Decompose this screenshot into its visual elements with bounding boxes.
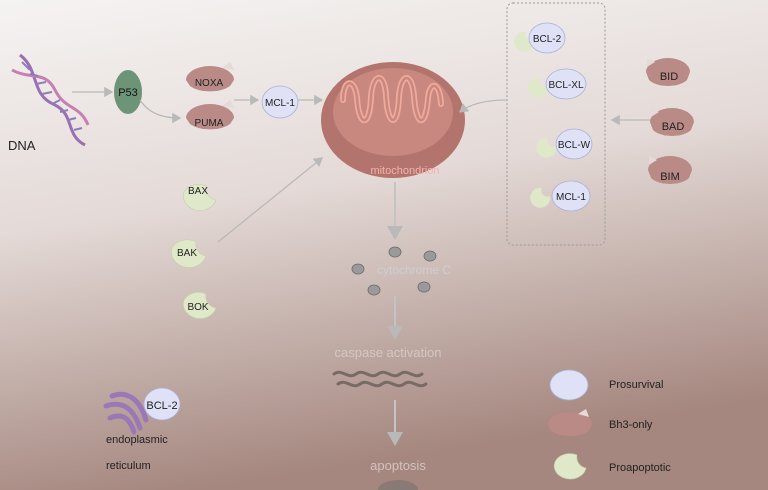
bcl2-er-node bbox=[143, 387, 181, 421]
cytochrome-dot bbox=[351, 263, 365, 275]
bcl2-er-label: BCL-2 bbox=[146, 400, 177, 412]
bcl2-box-proapoptotic-icon bbox=[514, 31, 535, 52]
prosurvival-group-box bbox=[506, 2, 606, 246]
bad-node bbox=[650, 108, 694, 136]
mcl1-left-label: MCL-1 bbox=[265, 98, 295, 109]
legend-proapoptotic-label: Proapoptotic bbox=[609, 462, 671, 474]
p53-node bbox=[114, 70, 142, 114]
bax-node bbox=[183, 184, 217, 211]
bclw-label: BCL-W bbox=[558, 140, 591, 151]
noxa-node bbox=[186, 62, 234, 92]
bclw-node bbox=[555, 128, 593, 160]
bclxl-node bbox=[545, 68, 587, 100]
cytochrome-dot bbox=[367, 284, 381, 296]
arrow-box-mito bbox=[458, 99, 508, 113]
puma-node bbox=[186, 100, 234, 130]
bok-node bbox=[183, 292, 217, 319]
legend-prosurvival-label: Prosurvival bbox=[609, 379, 663, 391]
endoplasmic-reticulum-icon bbox=[103, 391, 149, 435]
cytochrome-c-label: cytochrome C bbox=[377, 263, 451, 277]
bax-label: BAX bbox=[188, 186, 208, 197]
mcl1-box-proapoptotic-icon bbox=[530, 187, 551, 208]
puma-label: PUMA bbox=[195, 118, 224, 129]
apoptosis-label: apoptosis bbox=[370, 458, 426, 473]
bak-label: BAK bbox=[177, 248, 197, 259]
caspase-wave-icon bbox=[332, 370, 428, 388]
p53-label: P53 bbox=[118, 87, 138, 99]
mcl1-left-node bbox=[261, 85, 299, 119]
arrow-bak-mito bbox=[217, 157, 324, 243]
cytochrome-c-dots bbox=[351, 246, 437, 296]
cytochrome-dot bbox=[423, 250, 437, 262]
er-label-line2: reticulum bbox=[106, 460, 151, 472]
bok-label: BOK bbox=[187, 302, 208, 313]
caspase-activation-label: caspase activation bbox=[335, 345, 442, 360]
er-label-line1: endoplasmic bbox=[106, 434, 168, 446]
bclxl-label: BCL-XL bbox=[548, 80, 583, 91]
mcl1-box-label: MCL-1 bbox=[556, 192, 586, 203]
bid-node bbox=[646, 58, 690, 86]
arrow-p53-puma bbox=[139, 99, 182, 124]
cytochrome-dot bbox=[417, 281, 431, 293]
legend: Prosurvival Bh3-only Proapoptotic bbox=[548, 369, 671, 480]
dna-label: DNA bbox=[8, 138, 36, 153]
bak-node bbox=[171, 239, 207, 268]
mitochondrion-label: mitochondrion bbox=[370, 165, 439, 177]
bad-label: BAD bbox=[662, 121, 685, 133]
bcl2-box-node bbox=[528, 22, 566, 54]
dna-helix-icon bbox=[11, 53, 90, 147]
legend-prosurvival-icon bbox=[549, 369, 589, 401]
legend-proapoptotic-icon bbox=[553, 453, 587, 480]
bid-label: BID bbox=[660, 71, 678, 83]
noxa-label: NOXA bbox=[195, 78, 224, 89]
bclxl-proapoptotic-icon bbox=[528, 77, 549, 98]
apoptotic-cell-icon bbox=[378, 480, 418, 490]
bcl2-box-label: BCL-2 bbox=[533, 34, 562, 45]
bim-node bbox=[648, 156, 692, 184]
mitochondrion-icon bbox=[321, 62, 465, 178]
bim-label: BIM bbox=[660, 171, 680, 183]
legend-bh3-only-icon bbox=[548, 409, 592, 436]
legend-bh3-only-label: Bh3-only bbox=[609, 419, 653, 431]
mcl1-box-node bbox=[551, 180, 591, 212]
bclw-proapoptotic-icon bbox=[536, 137, 557, 158]
cytochrome-dot bbox=[388, 246, 402, 258]
